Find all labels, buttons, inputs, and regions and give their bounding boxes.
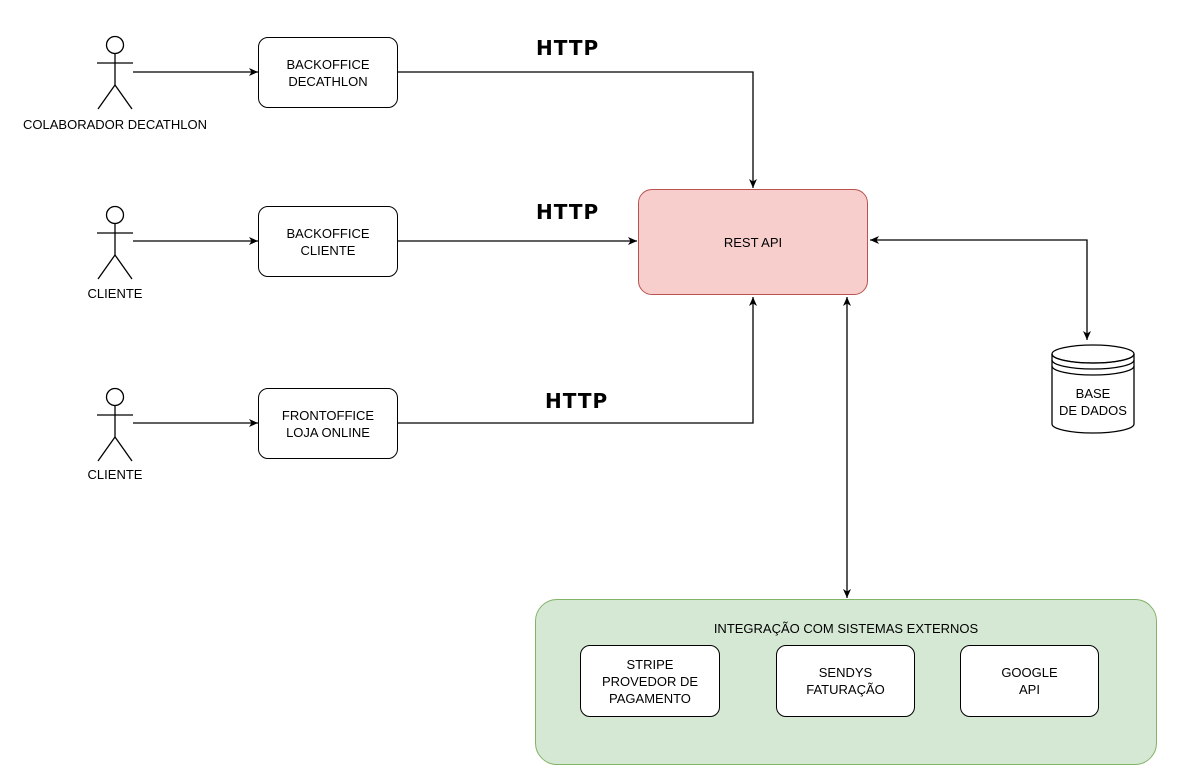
app-frontoffice-loja-label: FRONTOFFICE LOJA ONLINE [281, 407, 375, 440]
external-sendys-box: SENDYS FATURAÇÃO [776, 645, 915, 717]
arrow-rest-database [870, 236, 1091, 340]
external-integrations-title: INTEGRAÇÃO COM SISTEMAS EXTERNOS [713, 621, 979, 636]
actor-collab-icon [97, 35, 133, 110]
rest-api-label: REST API [723, 234, 783, 250]
external-stripe-label: STRIPE PROVEDOR DE PAGAMENTO [601, 656, 699, 706]
actor-cliente-1-label: CLIENTE [87, 286, 143, 301]
external-sendys-label: SENDYS FATURAÇÃO [806, 665, 885, 697]
rest-api-box: REST API [638, 189, 868, 295]
arrow-bo-decathlon-to-rest [398, 71, 757, 188]
external-google-box: GOOGLE API [960, 645, 1099, 717]
app-backoffice-decathlon: BACKOFFICE DECATHLON [258, 37, 398, 108]
external-stripe-box: STRIPE PROVEDOR DE PAGAMENTO [580, 645, 720, 717]
actor-cliente-2-label: CLIENTE [87, 467, 143, 482]
arrow-fo-loja-to-rest [398, 297, 757, 424]
app-frontoffice-loja: FRONTOFFICE LOJA ONLINE [258, 388, 398, 459]
http-label-2: HTTP [536, 200, 600, 224]
app-backoffice-cliente-label: BACKOFFICE CLIENTE [286, 225, 370, 258]
database-label: BASE DE DADOS [1059, 386, 1127, 418]
external-google-label: GOOGLE API [1001, 665, 1058, 697]
actor-cliente-1-icon [97, 205, 133, 280]
database-icon [1051, 344, 1135, 434]
http-label-3: HTTP [545, 389, 609, 413]
app-backoffice-decathlon-label: BACKOFFICE DECATHLON [286, 56, 370, 89]
http-label-1: HTTP [536, 36, 600, 60]
app-backoffice-cliente: BACKOFFICE CLIENTE [258, 206, 398, 277]
actor-collab-label: COLABORADOR DECATHLON [23, 117, 207, 132]
actor-cliente-2-icon [97, 387, 133, 462]
